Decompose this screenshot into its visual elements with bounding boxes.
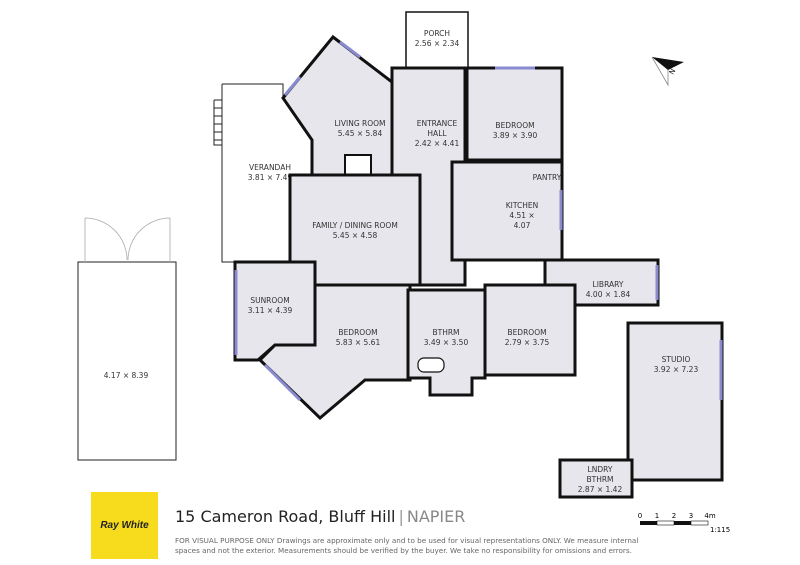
lndry-name: LNDRY <box>588 465 613 474</box>
bthrm-name: BTHRM <box>432 328 459 337</box>
pantry-name: PANTRY <box>533 173 562 182</box>
bedroom-1 <box>465 66 564 162</box>
family-name: FAMILY / DINING ROOM <box>312 221 398 230</box>
scale-tick: 3 <box>689 512 693 520</box>
library-name: LIBRARY <box>593 280 624 289</box>
verandah-name: VERANDAH <box>249 163 291 172</box>
hall-dims: 2.42 × 4.41 <box>415 139 460 148</box>
bedroom2-name: BEDROOM <box>338 328 377 337</box>
kitchen-dims: 4.51 × <box>509 211 534 220</box>
laundry-bathroom <box>558 458 634 499</box>
bedroom2-dims: 5.83 × 5.61 <box>336 338 381 347</box>
logo-text: Ray White <box>100 520 149 531</box>
disclaimer: FOR VISUAL PURPOSE ONLY Drawings are app… <box>175 536 639 555</box>
studio-dims: 3.92 × 7.23 <box>654 365 699 374</box>
living-name: LIVING ROOM <box>334 119 385 128</box>
kitchen-name: KITCHEN <box>506 201 539 210</box>
scale-tick: 0 <box>638 512 642 520</box>
studio-name: STUDIO <box>662 355 691 364</box>
scale-bar: 0 1 2 3 4m 1:115 <box>638 512 730 534</box>
scale-tick: 2 <box>672 512 676 520</box>
studio <box>626 321 724 482</box>
family-dims: 5.45 × 4.58 <box>333 231 378 240</box>
bedroom3-dims: 2.79 × 3.75 <box>505 338 550 347</box>
scale-tick: 4m <box>704 512 715 520</box>
kitchen <box>450 160 564 262</box>
north-label: N <box>668 67 678 76</box>
hall-name: ENTRANCE <box>417 119 458 128</box>
bathtub <box>417 357 445 373</box>
detached-garage: 4.17 × 8.39 <box>77 217 177 461</box>
bedroom1-dims: 3.89 × 3.90 <box>493 131 538 140</box>
living-room <box>281 34 394 177</box>
kitchen-dims2: 4.07 <box>514 221 531 230</box>
porch <box>405 11 469 69</box>
bedroom3-name: BEDROOM <box>507 328 546 337</box>
living-dims: 5.45 × 5.84 <box>338 129 383 138</box>
porch-dims: 2.56 × 2.34 <box>415 39 460 48</box>
garage-dims: 4.17 × 8.39 <box>104 371 149 380</box>
street: 15 Cameron Road, Bluff Hill <box>175 507 396 526</box>
family-dining-room <box>288 173 422 287</box>
ray-white-logo: Ray White <box>91 492 158 559</box>
bthrm-dims: 3.49 × 3.50 <box>424 338 469 347</box>
lndry-name2: BTHRM <box>586 475 613 484</box>
lndry-dims: 2.87 × 1.42 <box>578 485 623 494</box>
bedroom1-name: BEDROOM <box>495 121 534 130</box>
north-arrow-icon: N <box>651 56 684 87</box>
city: NAPIER <box>406 507 466 526</box>
scale-ratio: 1:115 <box>710 526 730 534</box>
verandah: VERANDAH 3.81 × 7.49 <box>213 83 293 263</box>
property-address: 15 Cameron Road, Bluff Hill|NAPIER <box>175 507 465 526</box>
library-dims: 4.00 × 1.84 <box>586 290 631 299</box>
sunroom-dims: 3.11 × 4.39 <box>248 306 293 315</box>
porch-name: PORCH <box>424 29 450 38</box>
hall-name2: HALL <box>427 129 447 138</box>
sunroom-name: SUNROOM <box>250 296 289 305</box>
address-separator: | <box>398 507 404 526</box>
bedroom-3 <box>483 283 577 377</box>
verandah-dims: 3.81 × 7.49 <box>248 173 293 182</box>
scale-tick: 1 <box>655 512 659 520</box>
